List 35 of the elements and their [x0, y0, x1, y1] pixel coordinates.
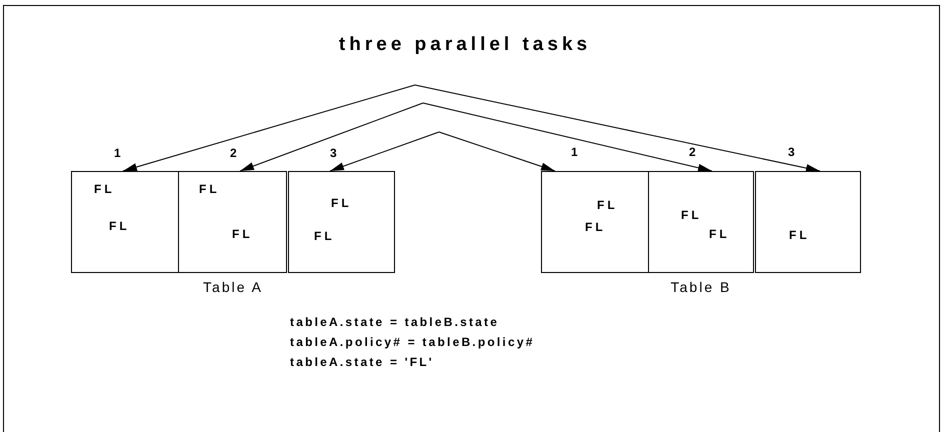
cell-value: FL: [585, 220, 606, 234]
cell-value: FL: [232, 227, 253, 241]
condition-text: tableA.state = tableB.state: [290, 315, 500, 329]
edge-label: 2: [229, 147, 238, 160]
cell-value: FL: [681, 208, 702, 222]
cell-value: FL: [94, 182, 115, 196]
edge-label: 3: [329, 147, 338, 160]
cell-value: FL: [199, 182, 220, 196]
arrow: [330, 132, 440, 172]
cell-value: FL: [789, 228, 810, 242]
partition-box: [648, 171, 754, 273]
partition-box: [178, 171, 287, 273]
arrow: [122, 84, 416, 172]
partition-box: [541, 171, 649, 273]
partition-box: [755, 171, 861, 273]
cell-value: FL: [109, 219, 130, 233]
edge-label: 1: [113, 147, 122, 160]
arrow: [422, 102, 712, 172]
arrow: [414, 84, 820, 172]
edge-label: 3: [787, 146, 796, 159]
table-caption: Table B: [670, 279, 732, 295]
condition-text: tableA.policy# = tableB.policy#: [290, 335, 535, 349]
cell-value: FL: [314, 229, 335, 243]
condition-text: tableA.state = 'FL': [290, 355, 434, 369]
partition-box: [288, 171, 395, 273]
edge-label: 2: [688, 146, 697, 159]
table-caption: Table A: [202, 279, 264, 295]
cell-value: FL: [597, 198, 618, 212]
cell-value: FL: [709, 227, 730, 241]
diagram-title: three parallel tasks: [338, 34, 592, 56]
partition-box: [71, 171, 179, 273]
arrow: [240, 102, 424, 172]
cell-value: FL: [331, 196, 352, 210]
edge-label: 1: [570, 146, 579, 159]
arrow: [438, 132, 556, 172]
